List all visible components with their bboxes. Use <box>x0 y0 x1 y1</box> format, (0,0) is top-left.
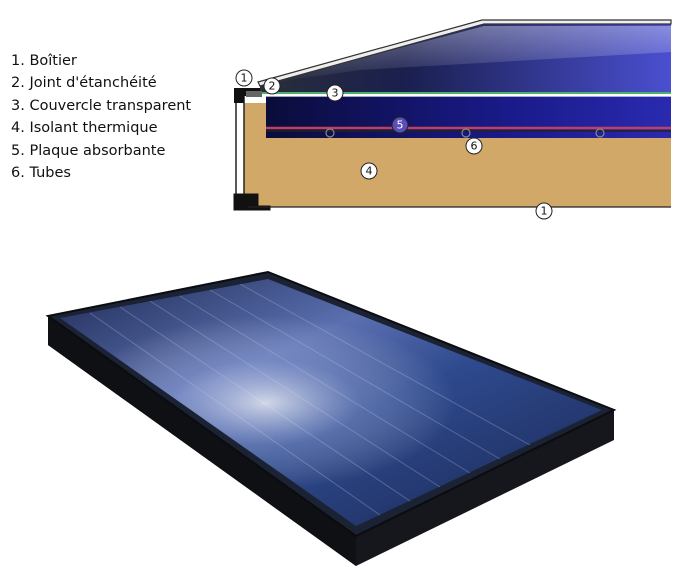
casing-frame-left <box>235 94 245 208</box>
panel-frame-side <box>48 316 614 566</box>
legend-list: 1. Boîtier 2. Joint d'étanchéité 3. Couv… <box>11 50 191 184</box>
casing-bottom-profile <box>233 193 271 211</box>
solar-panel-image <box>45 270 617 566</box>
insulation-side <box>244 103 266 207</box>
callout-6: 6 <box>465 137 483 155</box>
legend-item-casing: 1. Boîtier <box>11 53 77 69</box>
tube <box>325 128 335 138</box>
casing-top-edge <box>257 19 672 87</box>
svg-text:6: 6 <box>471 140 478 153</box>
callout-3: 3 <box>326 84 344 102</box>
svg-text:3: 3 <box>332 87 339 100</box>
legend-item-tubes: 6. Tubes <box>11 165 71 182</box>
panel-glare <box>60 279 602 526</box>
svg-text:1: 1 <box>541 205 548 218</box>
callout-4: 4 <box>360 162 378 180</box>
legend-item-cover: 3. Couvercle transparent <box>11 97 192 114</box>
panel-frame-front <box>48 316 356 566</box>
seal <box>246 91 262 97</box>
svg-text:4: 4 <box>366 165 373 178</box>
svg-text:5: 5 <box>397 119 404 132</box>
legend-item-insulation: 4. Isolant thermique <box>11 120 158 137</box>
legend-item-seal: 2. Joint d'étanchéité <box>11 75 157 92</box>
tube <box>595 128 605 138</box>
svg-text:1: 1 <box>241 72 248 85</box>
callout-1-top: 1 <box>235 69 253 87</box>
callout-2: 2 <box>263 77 281 95</box>
svg-text:2: 2 <box>269 80 276 93</box>
glass-cover-sheen <box>262 26 671 84</box>
insulation-layer <box>248 138 671 207</box>
callout-1-bottom: 1 <box>535 202 553 220</box>
tube <box>461 128 471 138</box>
legend-item-absorber: 5. Plaque absorbante <box>11 142 166 159</box>
callout-5: 5 <box>391 116 409 134</box>
cross-section: 1 2 3 5 6 4 1 <box>233 19 672 220</box>
